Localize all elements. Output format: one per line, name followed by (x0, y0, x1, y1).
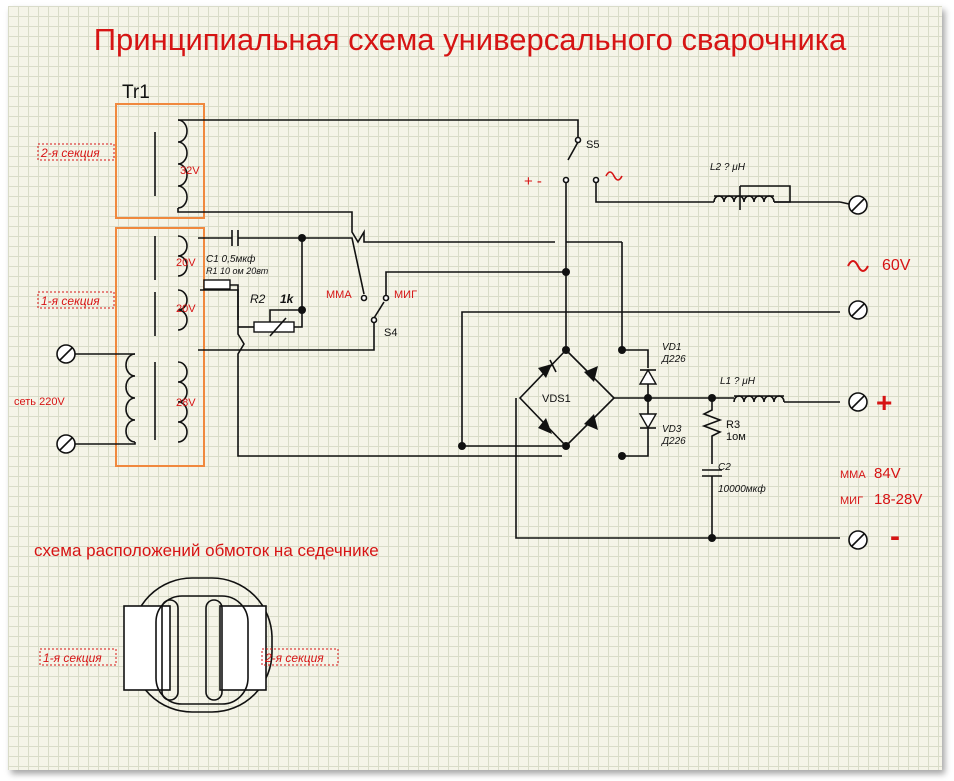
section-2-label: 2-я секция (37, 143, 115, 161)
mig-output-value: 18-28V (874, 491, 922, 508)
wire-s5-ac (595, 182, 714, 203)
svg-text:2-я секция: 2-я секция (40, 146, 100, 160)
diagram-title: Принципиальная схема универсального свар… (94, 22, 847, 57)
wire-28v-bottom (200, 289, 562, 457)
winding-20v-a (177, 235, 188, 277)
c2-label: C2 (718, 462, 731, 473)
section-2-box (115, 103, 205, 219)
resistor-r1 (203, 279, 231, 290)
r2-value: 1k (280, 292, 295, 306)
core-section-1-label: 1-я секция (39, 648, 117, 666)
circuit-diagram: Принципиальная схема универсального свар… (14, 22, 922, 713)
switch-s4[interactable] (373, 301, 385, 319)
svg-text:1-я секция: 1-я секция (41, 294, 100, 308)
section-1-box (115, 227, 205, 467)
l1-label: L1 ? μH (720, 376, 756, 387)
mma-output-label: ММА (840, 469, 866, 481)
vd1-label: VD1 (662, 342, 681, 353)
svg-text:1-я секция: 1-я секция (43, 651, 102, 665)
diode-bridge-vds1 (518, 346, 616, 450)
mma-output-value: 84V (874, 465, 901, 482)
primary-winding (125, 353, 136, 443)
c1-label: C1 0,5мкф (206, 253, 256, 265)
wire-32v-top (178, 119, 579, 138)
ac-60v-label: 60V (882, 257, 911, 274)
s4-label: S4 (384, 327, 397, 339)
inductor-l2 (713, 195, 775, 203)
core-section-2-label: 2-я секция (261, 648, 339, 666)
core-winding-diagram (123, 577, 273, 713)
schematic-sheet: Принципиальная схема универсального свар… (8, 6, 942, 770)
winding-32v (177, 119, 188, 209)
vds1-label: VDS1 (542, 393, 571, 405)
c2-value: 10000мкф (718, 483, 766, 495)
r1-label: R1 10 ом 20вт (206, 266, 269, 276)
vd3-label: VD3 (662, 424, 682, 435)
s5-polarity-label: + - (524, 173, 542, 190)
svg-text:2-я секция: 2-я секция (264, 651, 324, 665)
s5-label: S5 (586, 139, 599, 151)
winding-20v-a-label: 20V (176, 257, 196, 269)
mig-label: МИГ (394, 289, 417, 301)
ac-60v-icon (847, 260, 869, 272)
mma-label: ММА (326, 289, 352, 301)
inductor-l1 (733, 395, 785, 403)
diode-vd3 (638, 413, 658, 430)
section-1-label: 1-я секция (37, 291, 115, 309)
winding-28v (177, 361, 188, 443)
winding-20v-b (177, 289, 188, 331)
r3-value: 1ом (726, 431, 746, 443)
winding-20v-b-label: 20V (176, 303, 196, 315)
plus-sign: + (876, 387, 892, 418)
vd1-type: Д226 (661, 354, 686, 365)
winding-28v-label: 28V (176, 397, 196, 409)
r2-label: R2 (250, 292, 266, 306)
s5-ac-icon (605, 171, 623, 181)
winding-32v-label: 32V (180, 165, 200, 177)
diode-vd1 (638, 368, 658, 385)
transformer-label: Tr1 (122, 82, 150, 103)
switch-s5[interactable] (567, 141, 579, 161)
resistor-r3 (701, 398, 723, 464)
l2-label: L2 ? μH (710, 162, 746, 173)
mains-label: сеть 220V (14, 396, 65, 408)
mig-output-label: МИГ (840, 495, 863, 507)
wire-minus-rail (515, 398, 840, 539)
r3-label: R3 (726, 419, 740, 431)
wire-32v-bottom (177, 208, 555, 244)
vd3-type: Д226 (661, 436, 686, 447)
core-caption: схема расположений обмоток на седечнике (34, 541, 379, 560)
minus-sign: - (890, 520, 900, 553)
